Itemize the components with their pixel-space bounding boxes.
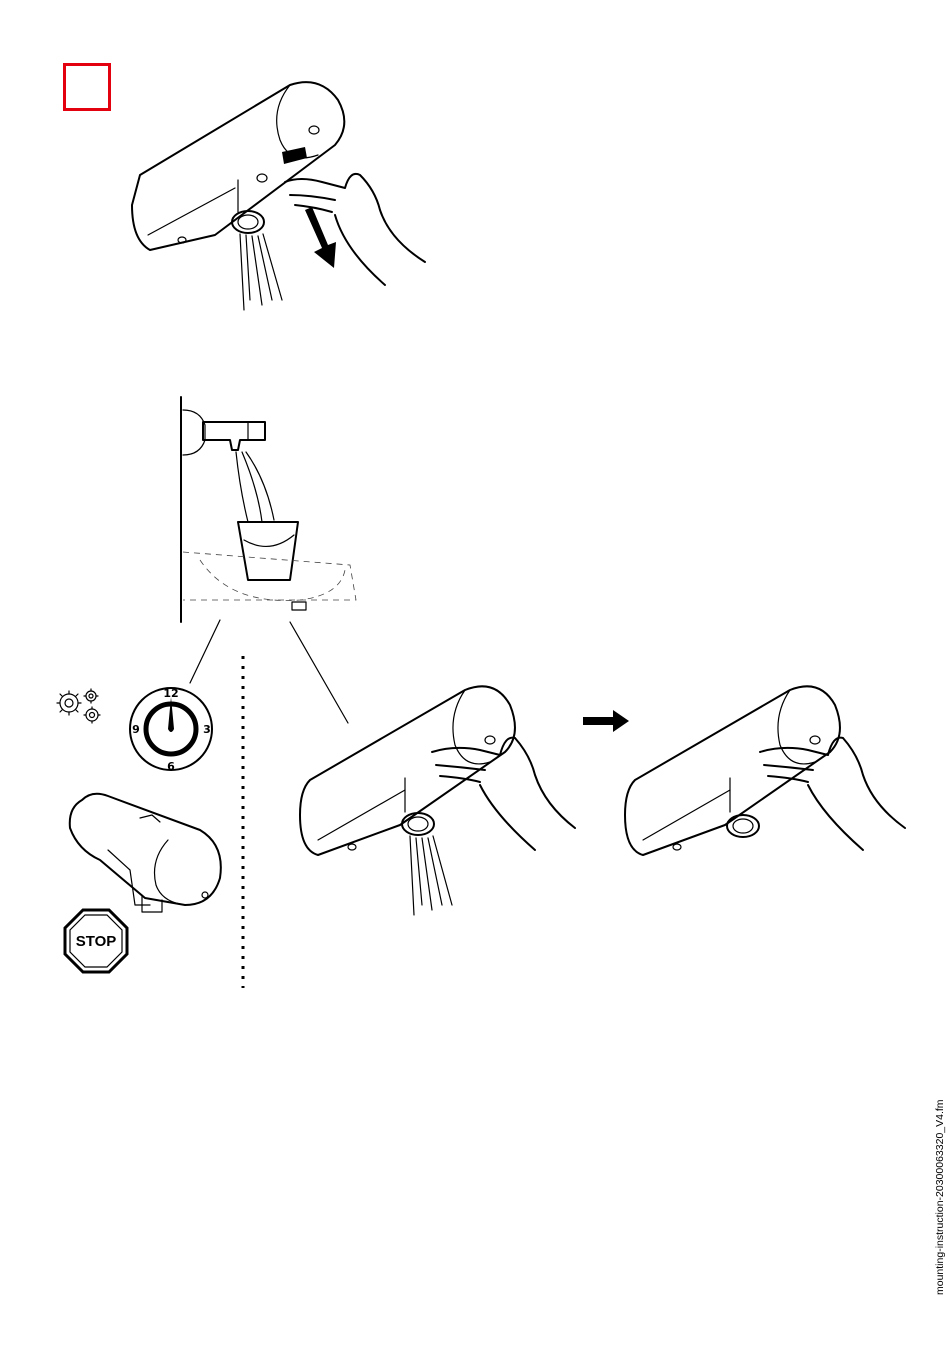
file-name-label: mounting-instruction-20300063320_V4.fm [934, 1099, 946, 1295]
